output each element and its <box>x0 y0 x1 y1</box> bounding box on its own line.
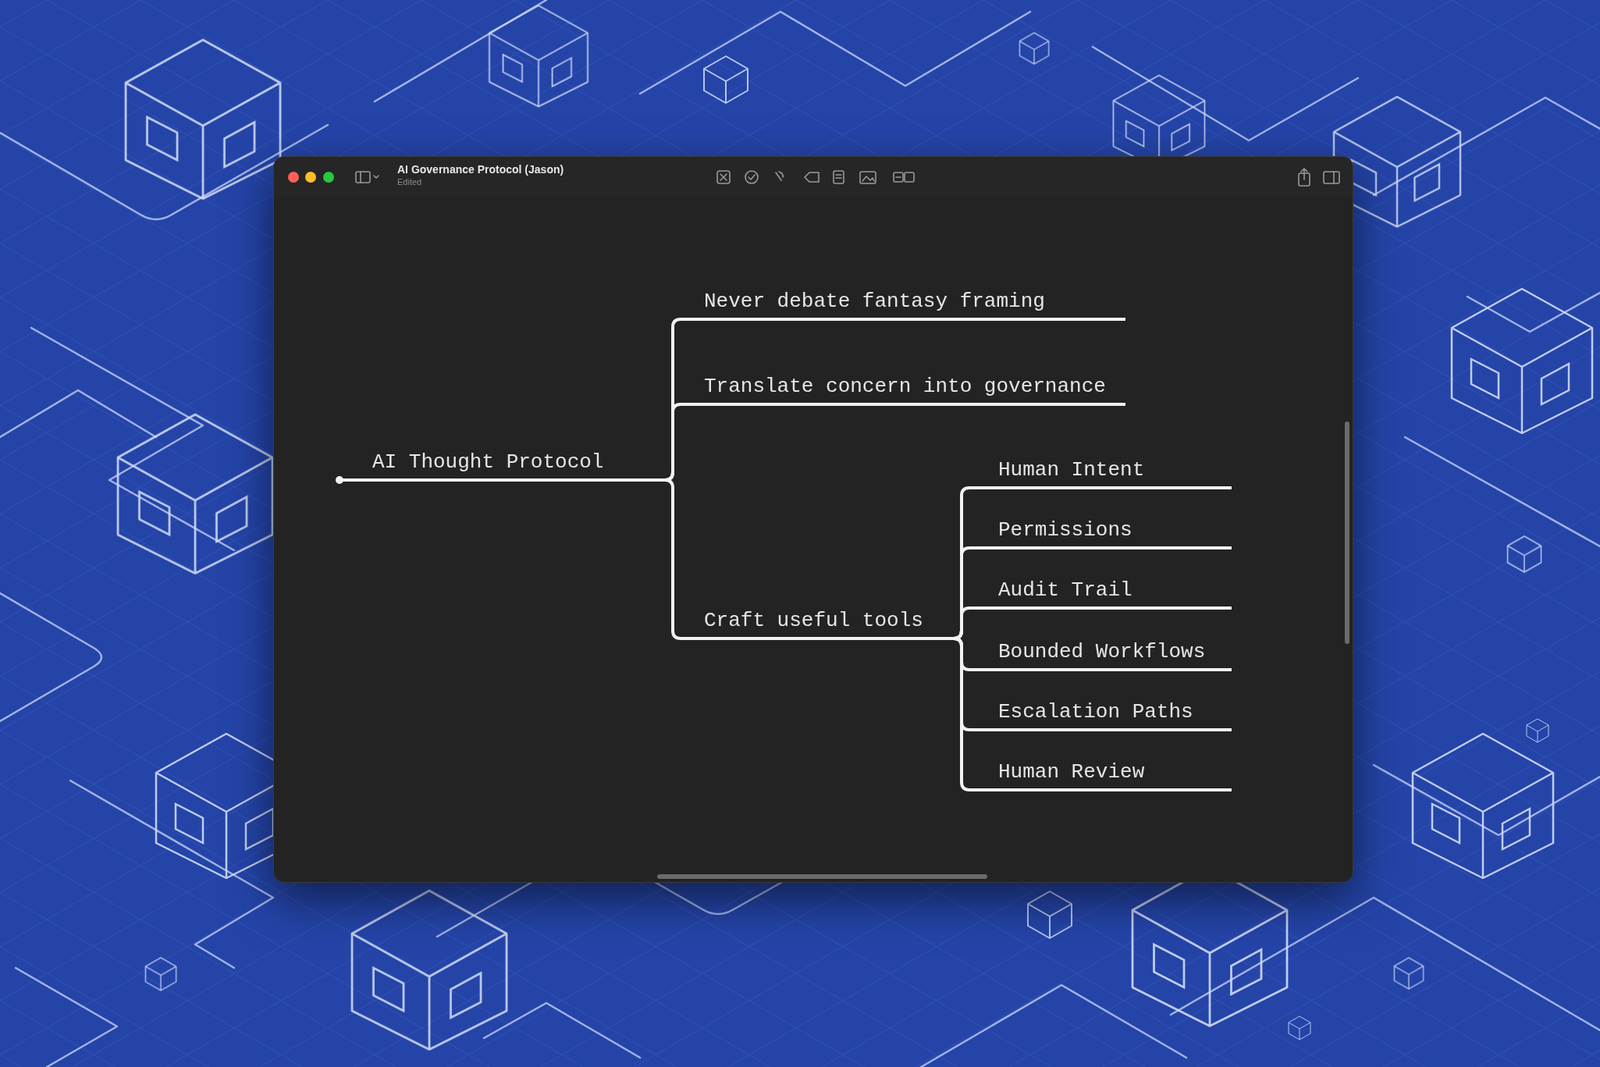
topic-label: Bounded Workflows <box>969 640 1232 669</box>
topic-label: AI Thought Protocol <box>339 450 665 479</box>
topic-branch: Craft useful tools <box>680 608 949 640</box>
branch-connector <box>664 404 681 480</box>
branch-connector <box>948 638 970 730</box>
topic-branch: Human Intent <box>969 458 1232 490</box>
window-chrome <box>273 156 1354 883</box>
topic-branch: Audit Trail <box>969 578 1232 610</box>
branch-connector <box>948 487 970 639</box>
edited-status: Edited <box>397 177 422 187</box>
topic-label: Human Intent <box>969 458 1232 487</box>
window-title: AI Governance Protocol (Jason) <box>397 163 564 176</box>
branch-connector <box>948 638 970 790</box>
branch-connector <box>664 319 681 480</box>
topic-branch: Never debate fantasy framing <box>680 289 1126 321</box>
app-window <box>273 156 1354 883</box>
topic-label: Human Review <box>969 760 1232 789</box>
topic-branch: Escalation Paths <box>969 700 1232 732</box>
branch-connector <box>948 638 970 670</box>
topic-label: Never debate fantasy framing <box>680 289 1126 318</box>
topic-label: Permissions <box>969 518 1232 547</box>
topic-label: Translate concern into governance <box>680 374 1126 403</box>
topic-branch: Human Review <box>969 760 1232 792</box>
branch-connector <box>664 480 681 639</box>
root-topic: AI Thought Protocol <box>339 450 665 482</box>
topic-branch: Bounded Workflows <box>969 640 1232 672</box>
branch-connector <box>948 547 970 639</box>
topic-branch: Translate concern into governance <box>680 374 1126 406</box>
topic-label: Craft useful tools <box>680 608 949 637</box>
topic-branch: Permissions <box>969 518 1232 550</box>
topic-label: Escalation Paths <box>969 700 1232 729</box>
topic-label: Audit Trail <box>969 578 1232 607</box>
branch-connector <box>948 608 970 639</box>
